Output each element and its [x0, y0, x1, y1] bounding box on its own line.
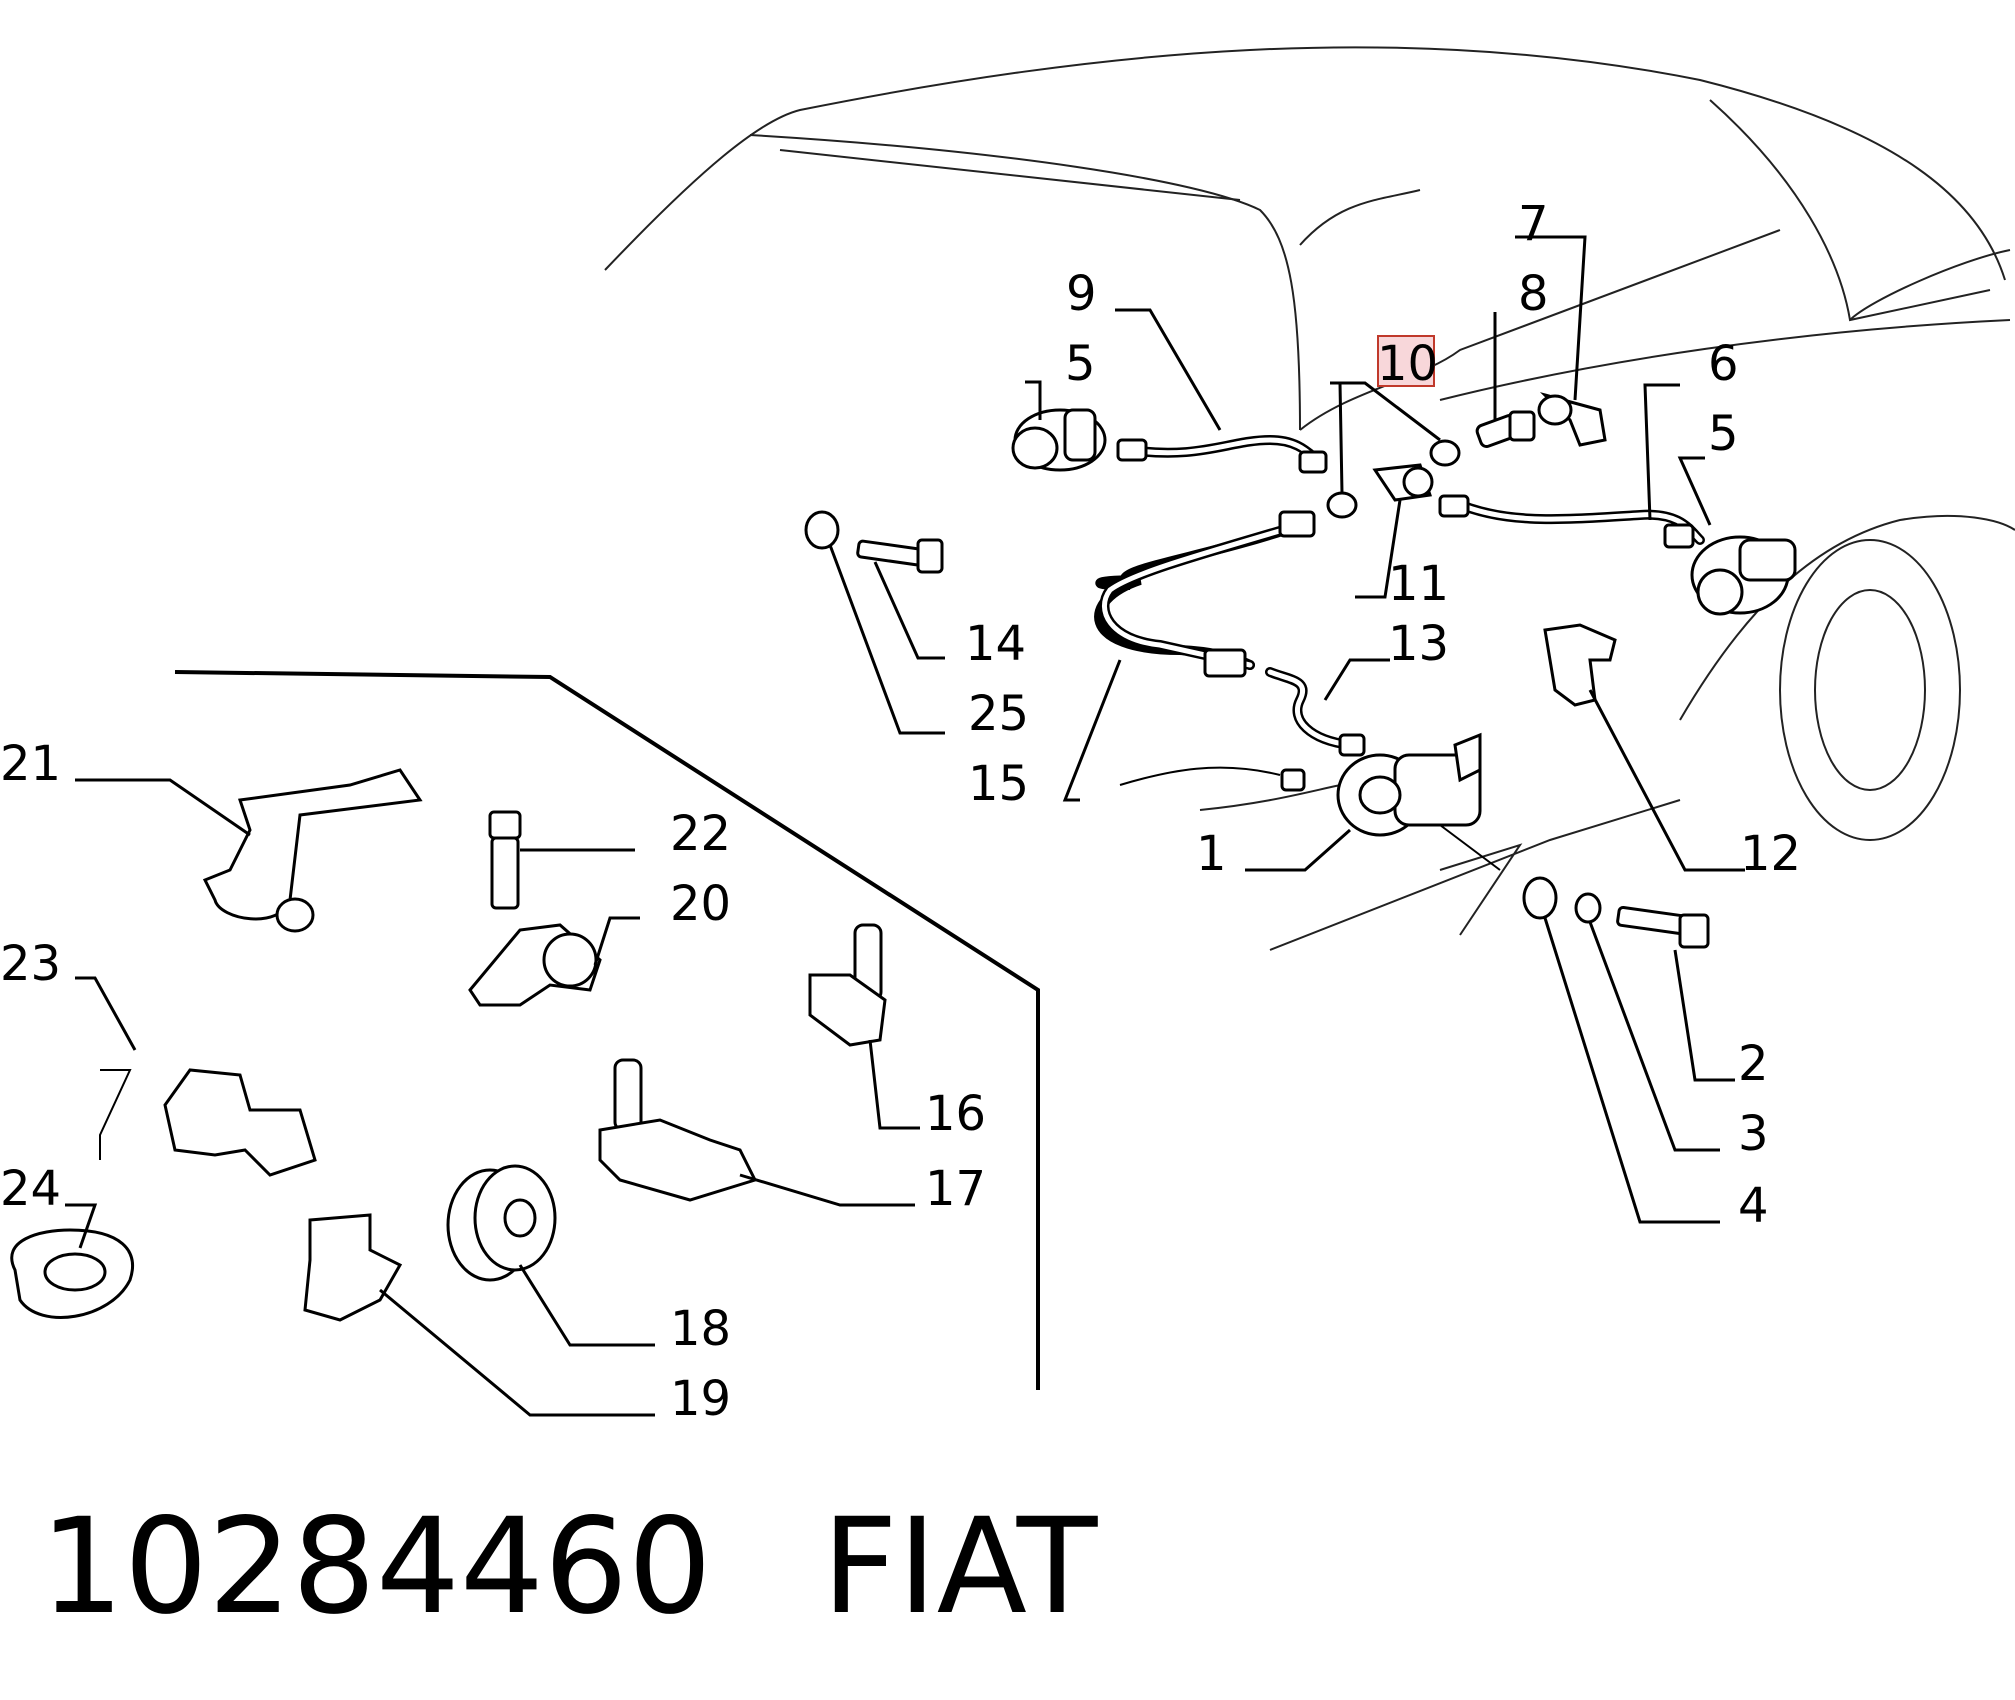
- callout-7: 7: [1518, 196, 1549, 252]
- footer-caption: 10284460 FIAT: [40, 1490, 1207, 1644]
- callout-9: 9: [1066, 266, 1097, 322]
- callout-5-right: 5: [1708, 406, 1739, 462]
- inset-divider: [174, 670, 1040, 1390]
- callout-15: 15: [968, 756, 1029, 812]
- callout-21: 21: [0, 736, 61, 792]
- highlight-box: [1377, 335, 1435, 387]
- wheel-cylinder-left: [1011, 408, 1107, 472]
- wheel-cylinder-right: [1690, 535, 1797, 616]
- callout-2: 2: [1738, 1036, 1769, 1092]
- callout-10: 10: [1377, 336, 1438, 392]
- brake-proportioning-valve: [1336, 732, 1482, 837]
- callout-24: 24: [0, 1161, 61, 1217]
- leader-lines: [65, 235, 1745, 1417]
- callout-25: 25: [968, 686, 1029, 742]
- callout-5-left: 5: [1065, 336, 1096, 392]
- callout-17: 17: [925, 1161, 986, 1217]
- callout-12: 12: [1740, 826, 1801, 882]
- callout-16: 16: [925, 1086, 986, 1142]
- callout-22: 22: [670, 806, 731, 862]
- callout-4: 4: [1738, 1178, 1769, 1234]
- callout-11: 11: [1388, 556, 1449, 612]
- callout-1: 1: [1196, 826, 1227, 882]
- callout-8: 8: [1518, 266, 1549, 322]
- callout-23: 23: [0, 936, 61, 992]
- callout-3: 3: [1738, 1106, 1769, 1162]
- callout-19: 19: [670, 1371, 731, 1427]
- callout-labels: 1 2 3 4 5 5 6 7 8 9 10 11 12 13 14 15 16…: [0, 196, 1801, 1427]
- brand-name: FIAT: [821, 1490, 1098, 1644]
- brake-line-assembly: [804, 392, 1797, 949]
- callout-18: 18: [670, 1301, 731, 1357]
- callout-20: 20: [670, 876, 731, 932]
- part-number: 10284460: [40, 1490, 712, 1644]
- car-body-outline: [604, 46, 2015, 951]
- callout-13: 13: [1388, 616, 1449, 672]
- callout-14: 14: [965, 616, 1026, 672]
- callout-6: 6: [1708, 336, 1739, 392]
- inset-parts: [10, 768, 887, 1322]
